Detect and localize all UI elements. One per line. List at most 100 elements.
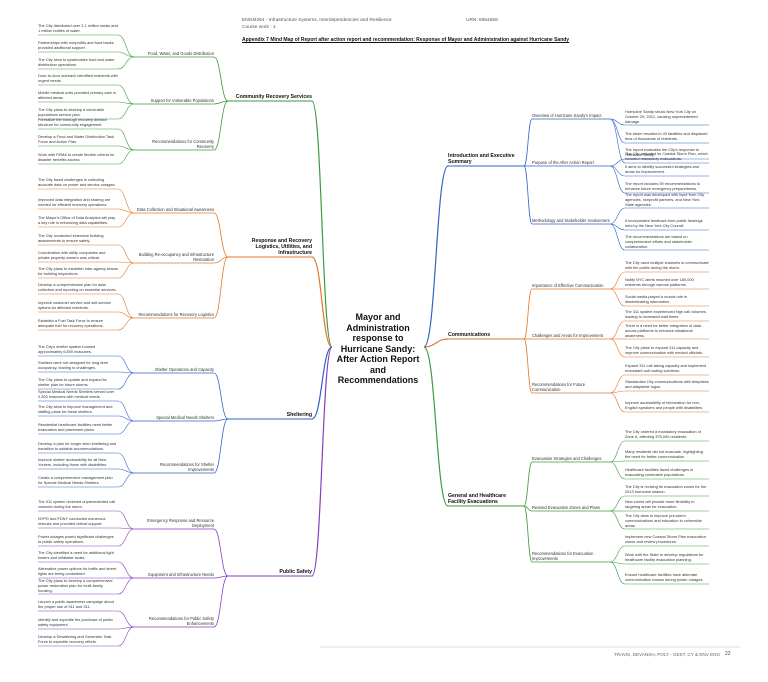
connector-line <box>609 545 626 563</box>
leaf-node: The City plans to update and expand its … <box>38 377 107 387</box>
leaf-node: The report was developed with input from… <box>625 192 705 207</box>
connector-line <box>609 392 626 413</box>
leaf-node: The 311 system experienced high call vol… <box>625 309 707 319</box>
subtopic-node: Building Re-occupancy and Infrastructure… <box>138 252 214 262</box>
leaf-node: Develop a Food and Water Distribution Ta… <box>38 134 114 144</box>
course-title: ENGM264 - Infrastructure Systems, Interd… <box>242 18 392 23</box>
connector-line <box>213 56 229 102</box>
leaf-node: Mobile medical units provided primary ca… <box>38 90 117 100</box>
connector-line <box>117 372 135 390</box>
connector-line <box>117 84 135 105</box>
connector-line <box>523 505 533 563</box>
connector-line <box>117 261 135 264</box>
connector-line <box>117 317 135 331</box>
connector-line <box>213 418 229 422</box>
connector-line <box>609 390 626 394</box>
leaf-node: Launch a public awareness campaign about… <box>38 599 114 609</box>
leaf-node: The City plans to establish inter-agency… <box>38 266 118 276</box>
connector-line <box>609 374 626 394</box>
leaf-node: The City aims to improve pre-storm commu… <box>625 513 702 528</box>
urn-label: URN: 6854658 <box>466 18 498 23</box>
connector-line <box>523 505 533 512</box>
connector-line <box>523 288 533 340</box>
leaf-node: Coordination with utility companies and … <box>38 250 106 260</box>
connector-line <box>609 561 626 565</box>
connector-line <box>609 271 626 290</box>
leaf-node: Special Medical Needs Shelters served ov… <box>38 389 115 399</box>
connector-line <box>523 338 533 394</box>
connector-line <box>523 165 533 225</box>
leaf-node: The City activated its Coastal Storm Pla… <box>625 151 708 161</box>
connector-line <box>117 510 135 530</box>
branch-node: Community Recovery Services <box>235 94 312 100</box>
connector-line <box>117 400 135 422</box>
subtopic-node: Emergency Response and Resource Deployme… <box>147 518 214 528</box>
connector-line <box>311 346 333 577</box>
connector-line <box>423 165 449 348</box>
connector-line <box>609 510 626 530</box>
leaf-node: Improve customer service and self-servic… <box>38 300 111 310</box>
leaf-node: The City plans to develop a comprehensiv… <box>38 578 113 593</box>
leaf-node: Healthcare facilities faced challenges i… <box>625 467 694 477</box>
leaf-node: The City identified a need for additiona… <box>38 550 114 560</box>
connector-line <box>609 320 626 340</box>
leaf-node: Develop a comprehensive plan for data co… <box>38 282 117 292</box>
connector-line <box>117 577 135 595</box>
subtopic-node: Recommendations for Evacuation Improveme… <box>532 551 594 561</box>
leaf-node: Improve shelter accessibility for all Ne… <box>38 457 108 467</box>
connector-line <box>213 256 229 319</box>
connector-line <box>523 118 533 167</box>
leaf-node: Improved data integration and sharing ar… <box>38 197 111 207</box>
connector-line <box>523 461 533 507</box>
connector-line <box>609 440 626 463</box>
connector-line <box>117 452 135 474</box>
leaf-node: Identify and expedite the purchase of pu… <box>38 617 114 627</box>
leaf-node: The storm resulted in 43 fatalities and … <box>625 131 708 141</box>
connector-line <box>117 244 135 264</box>
leaf-node: The City aims to improve management and … <box>38 404 113 414</box>
connector-line <box>423 346 449 507</box>
branch-node: General and Healthcare Facility Evacuati… <box>448 493 506 505</box>
connector-line <box>117 371 135 374</box>
subtopic-node: Shelter Operations and Capacity <box>154 367 214 372</box>
leaf-node: Many residents did not evacuate, highlig… <box>625 449 703 459</box>
leaf-node: Develop a plan for longer-term shelterin… <box>38 441 117 451</box>
branch-node: Sheltering <box>286 412 312 418</box>
connector-line <box>117 626 135 647</box>
connector-line <box>609 158 626 167</box>
connector-line <box>213 256 229 264</box>
branch-node: Introduction and Executive Summary <box>448 153 515 165</box>
subtopic-node: Equipment and Infrastructure Needs <box>148 572 214 577</box>
connector-line <box>609 460 626 463</box>
connector-line <box>311 256 333 348</box>
connector-line <box>609 165 626 194</box>
leaf-node: Social media played a crucial role in di… <box>625 294 688 304</box>
subtopic-node: Overview of Hurricane Sandy's Impact <box>532 113 602 118</box>
connector-line <box>117 51 135 58</box>
connector-line <box>117 415 135 422</box>
connector-line <box>117 56 135 70</box>
leaf-node: The City plans to expand 311 capacity an… <box>625 345 703 355</box>
subtopic-node: Importance of Effective Communication <box>532 283 604 288</box>
leaf-node: Implement new Coastal Storm Plan evacuat… <box>625 534 706 544</box>
leaf-node: New zones will provide more flexibility … <box>625 499 695 509</box>
leaf-node: The Mayor's Office of Data Analytics wil… <box>38 215 116 225</box>
leaf-node: The City distributed over 2.1 million me… <box>38 23 118 33</box>
leaf-node: The City aims to systematize food and wa… <box>38 57 115 67</box>
coursework-label: Course work : 1 <box>242 25 276 30</box>
leaf-node: The report includes 59 recommendations t… <box>625 181 701 191</box>
connector-line <box>117 472 135 488</box>
connector-line <box>609 207 626 225</box>
leaf-node: The City used multiple channels to commu… <box>625 260 709 270</box>
leaf-node: Alternative power options for traffic an… <box>38 566 117 576</box>
connector-line <box>213 100 229 151</box>
connector-line <box>609 561 626 585</box>
page-number: 22 <box>725 651 731 657</box>
leaf-node: Notify NYC alerts reached over 180,000 r… <box>625 277 694 287</box>
leaf-node: Work with FEMA to create flexible criter… <box>38 152 115 162</box>
connector-line <box>117 610 135 628</box>
leaf-node: The City's shelter system housed approxi… <box>38 344 96 354</box>
connector-line <box>117 128 135 151</box>
